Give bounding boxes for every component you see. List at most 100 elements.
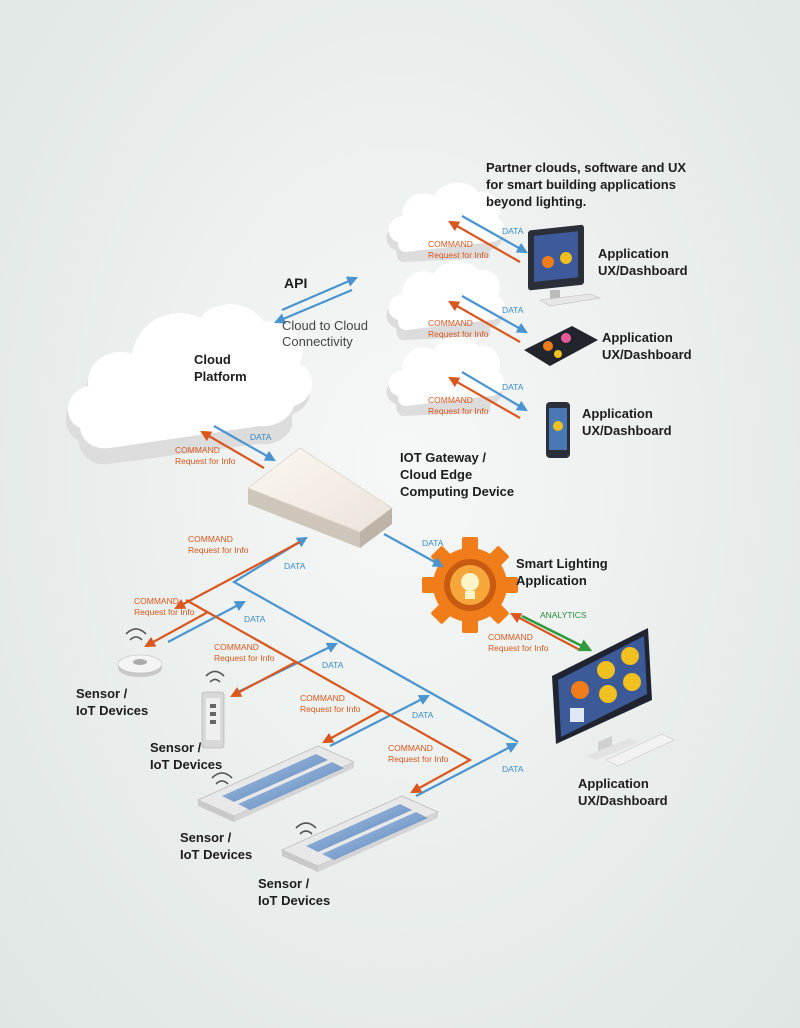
svg-text:Sensor /: Sensor / xyxy=(150,740,202,755)
app-dashboard-label-4: Application UX/Dashboard xyxy=(578,776,668,808)
svg-text:IoT Devices: IoT Devices xyxy=(150,757,222,772)
command-arrow xyxy=(144,611,209,648)
svg-text:Cloud Edge: Cloud Edge xyxy=(400,467,472,482)
ceiling-sensor-icon xyxy=(117,628,163,677)
svg-text:Request for Info: Request for Info xyxy=(388,754,449,764)
data-label: DATA xyxy=(284,561,306,571)
partner-cloud-2-icon xyxy=(386,260,505,340)
api-arrow-out xyxy=(281,276,359,312)
svg-text:Sensor /: Sensor / xyxy=(76,686,128,701)
svg-text:Request for Info: Request for Info xyxy=(488,643,549,653)
monitor-icon xyxy=(528,224,602,307)
svg-text:UX/Dashboard: UX/Dashboard xyxy=(602,347,692,362)
data-arrow xyxy=(213,425,276,462)
svg-text:Request for Info: Request for Info xyxy=(300,704,361,714)
svg-text:UX/Dashboard: UX/Dashboard xyxy=(598,263,688,278)
data-arrow xyxy=(383,533,444,568)
svg-text:Request for Info: Request for Info xyxy=(175,456,236,466)
sensor-label-4: Sensor / IoT Devices xyxy=(258,876,330,908)
command-arrow xyxy=(448,300,521,343)
app-dashboard-label-1: Application UX/Dashboard xyxy=(598,246,688,278)
svg-text:Request for Info: Request for Info xyxy=(134,607,195,617)
svg-text:COMMAND: COMMAND xyxy=(175,445,220,455)
gateway-box-icon xyxy=(246,447,393,548)
gear-bulb-icon xyxy=(422,537,518,633)
command-arrow xyxy=(448,376,521,419)
command-arrow xyxy=(174,541,301,610)
svg-text:COMMAND: COMMAND xyxy=(134,596,179,606)
data-label: DATA xyxy=(422,538,444,548)
svg-text:COMMAND: COMMAND xyxy=(188,534,233,544)
svg-text:Partner clouds, software and U: Partner clouds, software and UX xyxy=(486,160,686,175)
data-label: DATA xyxy=(502,764,524,774)
analytics-arrow xyxy=(521,614,593,652)
svg-text:COMMAND: COMMAND xyxy=(214,642,259,652)
data-label: DATA xyxy=(502,382,524,392)
svg-text:IOT Gateway /: IOT Gateway / xyxy=(400,450,486,465)
svg-text:Connectivity: Connectivity xyxy=(282,334,353,349)
api-label: API Cloud to Cloud Connectivity xyxy=(282,275,368,349)
command-arrow xyxy=(200,430,265,469)
svg-text:beyond lighting.: beyond lighting. xyxy=(486,194,586,209)
data-arrow xyxy=(461,371,528,412)
svg-text:IoT Devices: IoT Devices xyxy=(76,703,148,718)
data-label: DATA xyxy=(502,305,524,315)
svg-text:Platform: Platform xyxy=(194,369,247,384)
svg-text:COMMAND: COMMAND xyxy=(300,693,345,703)
data-label: DATA xyxy=(322,660,344,670)
svg-text:for smart building application: for smart building applications xyxy=(486,177,676,192)
sensor-label-3: Sensor / IoT Devices xyxy=(180,830,252,862)
app-dashboard-label-2: Application UX/Dashboard xyxy=(602,330,692,362)
svg-text:Computing Device: Computing Device xyxy=(400,484,514,499)
svg-text:Application: Application xyxy=(598,246,669,261)
light-panel-icon xyxy=(197,745,355,822)
cloud-platform-label: Cloud Platform xyxy=(194,352,247,384)
analytics-label: ANALYTICS xyxy=(540,610,587,620)
gateway-label: IOT Gateway / Cloud Edge Computing Devic… xyxy=(400,450,514,499)
partner-heading: Partner clouds, software and UX for smar… xyxy=(486,160,686,209)
svg-text:Cloud: Cloud xyxy=(194,352,231,367)
svg-text:Smart Lighting: Smart Lighting xyxy=(516,556,608,571)
data-label: DATA xyxy=(250,432,272,442)
svg-text:Application: Application xyxy=(602,330,673,345)
svg-text:UX/Dashboard: UX/Dashboard xyxy=(582,423,672,438)
monitor-icon xyxy=(552,628,675,767)
light-panel-icon xyxy=(281,795,439,872)
command-arrow xyxy=(322,709,383,744)
svg-text:COMMAND: COMMAND xyxy=(428,318,473,328)
svg-text:UX/Dashboard: UX/Dashboard xyxy=(578,793,668,808)
svg-text:COMMAND: COMMAND xyxy=(388,743,433,753)
svg-text:IoT Devices: IoT Devices xyxy=(258,893,330,908)
tablet-icon xyxy=(524,326,598,366)
partner-cloud-1-icon xyxy=(386,182,505,262)
command-arrow xyxy=(230,661,297,698)
svg-text:Application: Application xyxy=(578,776,649,791)
data-arrow xyxy=(461,295,528,334)
svg-text:Request for Info: Request for Info xyxy=(428,329,489,339)
svg-text:IoT Devices: IoT Devices xyxy=(180,847,252,862)
app-dashboard-label-3: Application UX/Dashboard xyxy=(582,406,672,438)
svg-text:Application: Application xyxy=(582,406,653,421)
svg-text:Request for Info: Request for Info xyxy=(188,545,249,555)
svg-text:Application: Application xyxy=(516,573,587,588)
wall-switch-icon xyxy=(201,670,225,749)
command-bus-arrow xyxy=(185,599,473,794)
svg-text:Request for Info: Request for Info xyxy=(214,653,275,663)
svg-text:Request for Info: Request for Info xyxy=(428,250,489,260)
sensor-label-1: Sensor / IoT Devices xyxy=(76,686,148,718)
svg-text:Sensor /: Sensor / xyxy=(258,876,310,891)
command-arrow xyxy=(448,220,521,263)
sensor-label-2: Sensor / IoT Devices xyxy=(150,740,222,772)
svg-text:COMMAND: COMMAND xyxy=(488,632,533,642)
svg-text:COMMAND: COMMAND xyxy=(428,239,473,249)
data-arrow xyxy=(415,742,518,797)
phone-icon xyxy=(546,402,570,458)
data-labels: DATA DATA DATA DATA DATA DATA DATA DATA … xyxy=(244,226,524,774)
partner-cloud-3-icon xyxy=(386,336,505,416)
svg-text:Request for Info: Request for Info xyxy=(428,406,489,416)
svg-text:Sensor /: Sensor / xyxy=(180,830,232,845)
svg-text:API: API xyxy=(284,275,307,291)
data-label: DATA xyxy=(502,226,524,236)
command-arrow xyxy=(510,612,581,651)
